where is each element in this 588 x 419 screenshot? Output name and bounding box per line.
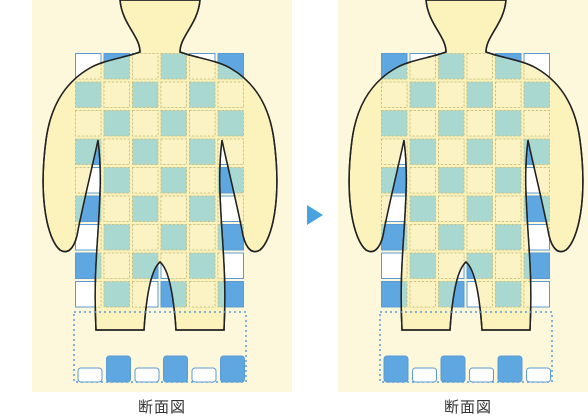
contact-cell — [524, 111, 550, 137]
left-panel: 断面図 — [32, 0, 292, 419]
section-cell-raised — [441, 356, 465, 382]
caption: 断面図 — [338, 396, 588, 417]
contact-cell — [382, 111, 408, 137]
contact-cell — [496, 225, 522, 251]
contact-cell — [524, 82, 550, 108]
contact-cell — [410, 139, 436, 165]
contact-cell — [104, 168, 130, 194]
contact-cell — [104, 282, 130, 308]
contact-cell — [496, 253, 522, 279]
contact-cell — [133, 111, 159, 137]
contact-cell — [496, 111, 522, 137]
contact-cell — [161, 168, 187, 194]
contact-cell — [439, 82, 465, 108]
contact-cell — [104, 253, 130, 279]
section-cell-lowered — [413, 368, 437, 382]
section-cell-raised — [107, 356, 131, 382]
right-diagram — [338, 0, 588, 419]
contact-cell — [439, 225, 465, 251]
contact-cell — [410, 196, 436, 222]
contact-cell — [218, 82, 244, 108]
contact-cell — [467, 196, 493, 222]
section-cell-lowered — [192, 368, 216, 382]
contact-cell — [467, 54, 493, 80]
contact-cell — [133, 196, 159, 222]
section-cell-lowered — [527, 368, 551, 382]
contact-cell — [439, 139, 465, 165]
contact-cell — [161, 196, 187, 222]
contact-cell — [190, 225, 216, 251]
contact-cell — [439, 168, 465, 194]
contact-cell — [496, 82, 522, 108]
contact-cell — [161, 111, 187, 137]
contact-cell — [133, 168, 159, 194]
contact-cell — [133, 225, 159, 251]
left-diagram — [32, 0, 292, 419]
contact-cell — [218, 111, 244, 137]
contact-cell — [161, 225, 187, 251]
contact-cell — [133, 139, 159, 165]
section-cell-lowered — [78, 368, 102, 382]
triangle-right-icon — [307, 205, 323, 225]
contact-cell — [161, 82, 187, 108]
contact-cell — [496, 196, 522, 222]
contact-cell — [410, 282, 436, 308]
contact-cell — [190, 168, 216, 194]
contact-cell — [190, 282, 216, 308]
section-cell-lowered — [470, 368, 494, 382]
contact-cell — [104, 225, 130, 251]
contact-cell — [410, 111, 436, 137]
contact-cell — [439, 111, 465, 137]
contact-cell — [467, 168, 493, 194]
contact-cell — [410, 253, 436, 279]
contact-cell — [439, 196, 465, 222]
contact-cell — [190, 139, 216, 165]
contact-cell — [410, 168, 436, 194]
contact-cell — [161, 139, 187, 165]
contact-cell — [190, 82, 216, 108]
contact-cell — [76, 82, 102, 108]
contact-cell — [133, 82, 159, 108]
contact-cell — [382, 82, 408, 108]
contact-cell — [104, 196, 130, 222]
section-cell-raised — [164, 356, 188, 382]
contact-cell — [104, 82, 130, 108]
contact-cell — [467, 111, 493, 137]
contact-cell — [467, 225, 493, 251]
section-cell-raised — [498, 356, 522, 382]
right-panel: 断面図 — [338, 0, 588, 419]
caption: 断面図 — [32, 396, 292, 417]
contact-cell — [410, 82, 436, 108]
contact-cell — [190, 253, 216, 279]
section-cell-raised — [221, 356, 245, 382]
section-cell-lowered — [135, 368, 159, 382]
contact-cell — [104, 111, 130, 137]
contact-cell — [190, 111, 216, 137]
contact-cell — [496, 139, 522, 165]
contact-cell — [467, 82, 493, 108]
contact-cell — [161, 54, 187, 80]
section-cell-raised — [384, 356, 408, 382]
contact-cell — [104, 139, 130, 165]
contact-cell — [133, 54, 159, 80]
contact-cell — [76, 111, 102, 137]
contact-cell — [496, 282, 522, 308]
contact-cell — [410, 225, 436, 251]
contact-cell — [439, 54, 465, 80]
contact-cell — [190, 196, 216, 222]
contact-cell — [467, 139, 493, 165]
contact-cell — [496, 168, 522, 194]
